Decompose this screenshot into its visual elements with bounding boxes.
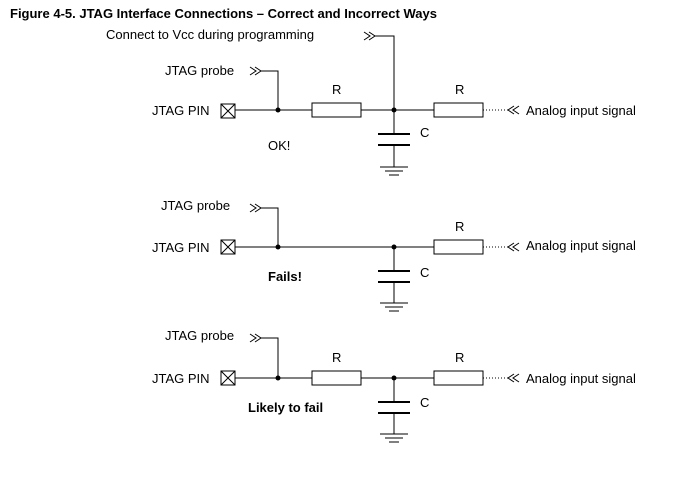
capacitor-label: C (420, 125, 429, 140)
jtag-pin-label: JTAG PIN (152, 371, 210, 386)
input-connector-arrow (507, 105, 520, 115)
resistor-1-label: R (332, 82, 341, 97)
resistor-2-label: R (455, 82, 464, 97)
status-fails: Fails! (268, 269, 302, 284)
junction-dot (275, 244, 281, 250)
resistor-1 (311, 370, 362, 386)
analog-input-label: Analog input signal (526, 103, 636, 118)
probe-wire (261, 207, 279, 247)
analog-input-label: Analog input signal (526, 371, 636, 386)
resistor-2 (433, 370, 484, 386)
resistor-1-label: R (332, 350, 341, 365)
capacitor-to-ground (378, 110, 410, 176)
vcc-label: Connect to Vcc during programming (106, 27, 314, 42)
status-likely-to-fail: Likely to fail (248, 400, 323, 415)
jtag-probe-label: JTAG probe (161, 198, 230, 213)
jtag-probe-label: JTAG probe (165, 63, 234, 78)
resistor-2 (433, 239, 484, 255)
circuit-likely-to-fail: JTAG probe JTAG PIN R R Analog input sig… (152, 328, 636, 443)
probe-connector-arrow (249, 66, 262, 76)
circuit-ok: Connect to Vcc during programming JTAG p… (106, 27, 636, 176)
circuit-fails: JTAG probe JTAG PIN R Analog input signa… (152, 198, 636, 312)
jtag-probe-label: JTAG probe (165, 328, 234, 343)
vcc-connector-arrow (363, 31, 376, 41)
capacitor-label: C (420, 265, 429, 280)
analog-input-label: Analog input signal (526, 238, 636, 253)
jtag-pin-label: JTAG PIN (152, 103, 210, 118)
resistor-2 (433, 102, 484, 118)
capacitor-to-ground (378, 247, 410, 312)
jtag-pin-label: JTAG PIN (152, 240, 210, 255)
input-connector-arrow (507, 242, 520, 252)
junction-dot (275, 107, 281, 113)
figure-title: Figure 4-5. JTAG Interface Connections –… (10, 6, 437, 21)
resistor-2-label: R (455, 350, 464, 365)
status-ok: OK! (268, 138, 290, 153)
jtag-pin-symbol (220, 239, 236, 255)
jtag-pin-symbol (220, 103, 236, 119)
input-connector-arrow (507, 373, 520, 383)
probe-connector-arrow (249, 203, 262, 213)
resistor-1 (311, 102, 362, 118)
vcc-wire (375, 35, 395, 110)
probe-wire (261, 337, 279, 378)
capacitor-to-ground (378, 378, 410, 443)
capacitor-label: C (420, 395, 429, 410)
junction-dot (275, 375, 281, 381)
jtag-pin-symbol (220, 370, 236, 386)
resistor-2-label: R (455, 219, 464, 234)
probe-connector-arrow (249, 333, 262, 343)
probe-wire (261, 70, 279, 110)
